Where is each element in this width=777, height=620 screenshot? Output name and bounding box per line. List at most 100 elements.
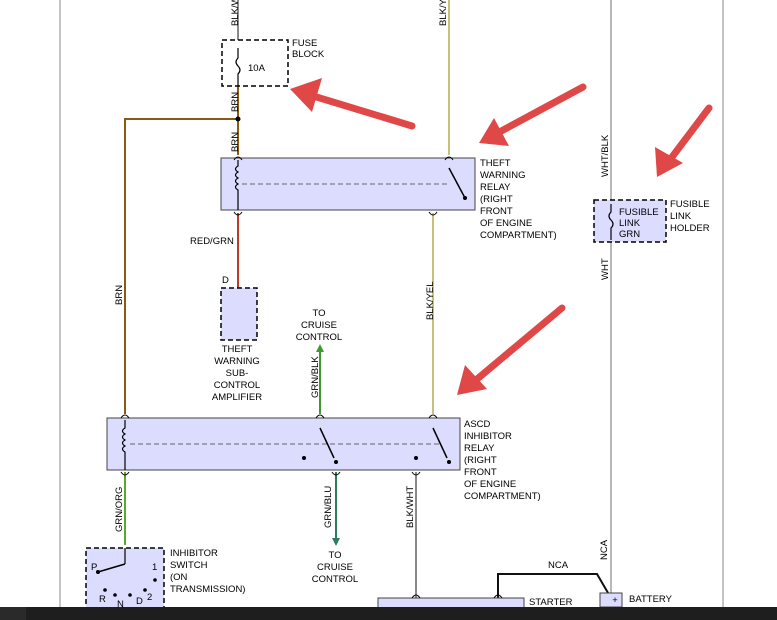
arrowhead-icon — [457, 365, 487, 395]
annotation-arrow-2 — [488, 83, 587, 140]
theft-relay-label-1: THEFT — [480, 158, 511, 169]
fusible-inner-3: GRN — [619, 229, 640, 240]
ascd-label-7: COMPARTMENT) — [464, 491, 541, 502]
bottom-bar-edge — [0, 607, 26, 620]
wire-label-blk-top-left: BLK/W — [230, 0, 241, 26]
ascd-label-3: RELAY — [464, 443, 495, 454]
wire-label-blk-wht: BLK/WHT — [405, 486, 416, 528]
ascd-switch-1-icon — [319, 427, 335, 459]
inhibitor-pos-d: D — [136, 596, 143, 607]
inhibitor-pos-1: 1 — [152, 562, 157, 573]
inhibitor-dot-2 — [103, 588, 107, 592]
annotation-arrow-3 — [662, 104, 713, 169]
connector-bottom-1 — [233, 211, 243, 216]
wire-label-wht: WHT — [600, 258, 611, 280]
wire-label-blk-yel: BLK/YEL — [425, 281, 436, 320]
inhibitor-label-3: (ON — [170, 572, 188, 583]
fuse-block-label-1: FUSE — [292, 38, 317, 49]
amplifier-label-1: THEFT — [222, 344, 253, 355]
ascd-coil-icon — [121, 420, 127, 470]
ascd-contact-4 — [447, 460, 451, 464]
fuse-rating: 10A — [248, 63, 266, 74]
inhibitor-dot-4 — [128, 593, 132, 597]
ascd-label-5: FRONT — [464, 467, 497, 478]
fusible-label-2: LINK — [670, 211, 692, 222]
theft-relay-label-2: WARNING — [480, 170, 526, 181]
arrow-up-icon — [316, 344, 324, 352]
amplifier-label-5: AMPLIFIER — [212, 392, 262, 403]
wire-label-grn-org: GRN/ORG — [114, 487, 125, 532]
cruise-bottom-3: CONTROL — [312, 574, 358, 585]
inhibitor-pos-r: R — [99, 594, 106, 605]
arrowhead-icon — [479, 118, 509, 146]
ascd-conn-bot-2 — [331, 471, 341, 476]
starter-conn-2 — [493, 594, 503, 599]
ascd-label-4: (RIGHT — [464, 455, 497, 466]
wire-nca — [497, 573, 612, 599]
inhibitor-label-1: INHIBITOR — [170, 548, 218, 559]
inhibitor-switch-blade — [97, 563, 126, 573]
inhibitor-dot-1 — [96, 570, 100, 574]
wire-brn-left — [124, 118, 238, 414]
ascd-contact-1 — [302, 456, 306, 460]
fusible-inner-1: FUSIBLE — [619, 207, 659, 218]
theft-relay-label-3: RELAY — [480, 182, 511, 193]
inhibitor-label-4: TRANSMISSION) — [170, 584, 245, 595]
fuse-block-box — [221, 39, 289, 87]
inhibitor-pos-p: P — [91, 562, 97, 573]
arrowhead-icon — [290, 78, 322, 112]
ascd-conn-bot-1 — [120, 471, 130, 476]
theft-relay-label-5: FRONT — [480, 206, 513, 217]
arrow-down-icon — [332, 538, 340, 546]
fusible-link-box — [593, 199, 667, 243]
connector-top-2 — [444, 156, 454, 161]
relay-coil-icon — [234, 160, 240, 210]
ascd-conn-bot-3 — [411, 471, 421, 476]
bottom-bar — [0, 607, 777, 620]
splice-dot — [235, 116, 241, 122]
amplifier-box — [220, 287, 258, 341]
starter-conn-1 — [411, 594, 421, 599]
inhibitor-dot-6 — [153, 578, 157, 582]
battery-box — [599, 592, 623, 608]
ascd-label-1: ASCD — [464, 419, 491, 430]
fuse-block-label-2: BLOCK — [292, 49, 325, 60]
cruise-top-2: CRUISE — [301, 320, 337, 331]
ascd-switch-2-icon — [432, 427, 448, 459]
ascd-label-2: INHIBITOR — [464, 431, 512, 442]
wire-label-brn-left: BRN — [114, 285, 125, 305]
ascd-conn-top-2 — [315, 414, 325, 419]
fusible-inner-2: LINK — [619, 218, 641, 229]
relay-contact — [463, 196, 467, 200]
cruise-top-1: TO — [312, 308, 325, 319]
inhibitor-dot-3 — [113, 593, 117, 597]
inhibitor-pos-2: 2 — [147, 592, 152, 603]
annotation-arrow-1 — [296, 88, 416, 130]
cruise-bottom-2: CRUISE — [317, 562, 353, 573]
fusible-link-icon — [608, 204, 614, 240]
battery-terminal: + — [612, 595, 618, 606]
connector-bottom-2 — [428, 211, 438, 216]
ascd-contact-2 — [334, 460, 338, 464]
starter-label: STARTER — [529, 597, 573, 608]
inhibitor-pos-n: N — [117, 599, 124, 610]
wire-label-grn-blu: GRN/BLU — [323, 486, 334, 528]
ascd-contact-3 — [414, 456, 418, 460]
connector-top-1 — [233, 156, 243, 161]
wire-label-brn-lower: BRN — [230, 132, 241, 152]
amplifier-label-4: CONTROL — [214, 380, 260, 391]
fuse-icon — [235, 48, 241, 86]
fusible-label-3: HOLDER — [670, 223, 710, 234]
inhibitor-dot-5 — [143, 588, 147, 592]
amplifier-label-2: WARNING — [214, 356, 260, 367]
inhibitor-label-2: SWITCH — [170, 560, 208, 571]
theft-relay-label-7: COMPARTMENT) — [480, 230, 557, 241]
wire-label-nca-vertical: NCA — [599, 539, 610, 560]
theft-relay-label-4: (RIGHT — [480, 194, 513, 205]
cruise-bottom-1: TO — [328, 550, 341, 561]
arrowhead-icon — [655, 147, 683, 177]
relay-switch-icon — [448, 167, 466, 199]
wire-label-nca-horizontal: NCA — [548, 560, 569, 571]
amplifier-label-3: SUB- — [226, 368, 249, 379]
